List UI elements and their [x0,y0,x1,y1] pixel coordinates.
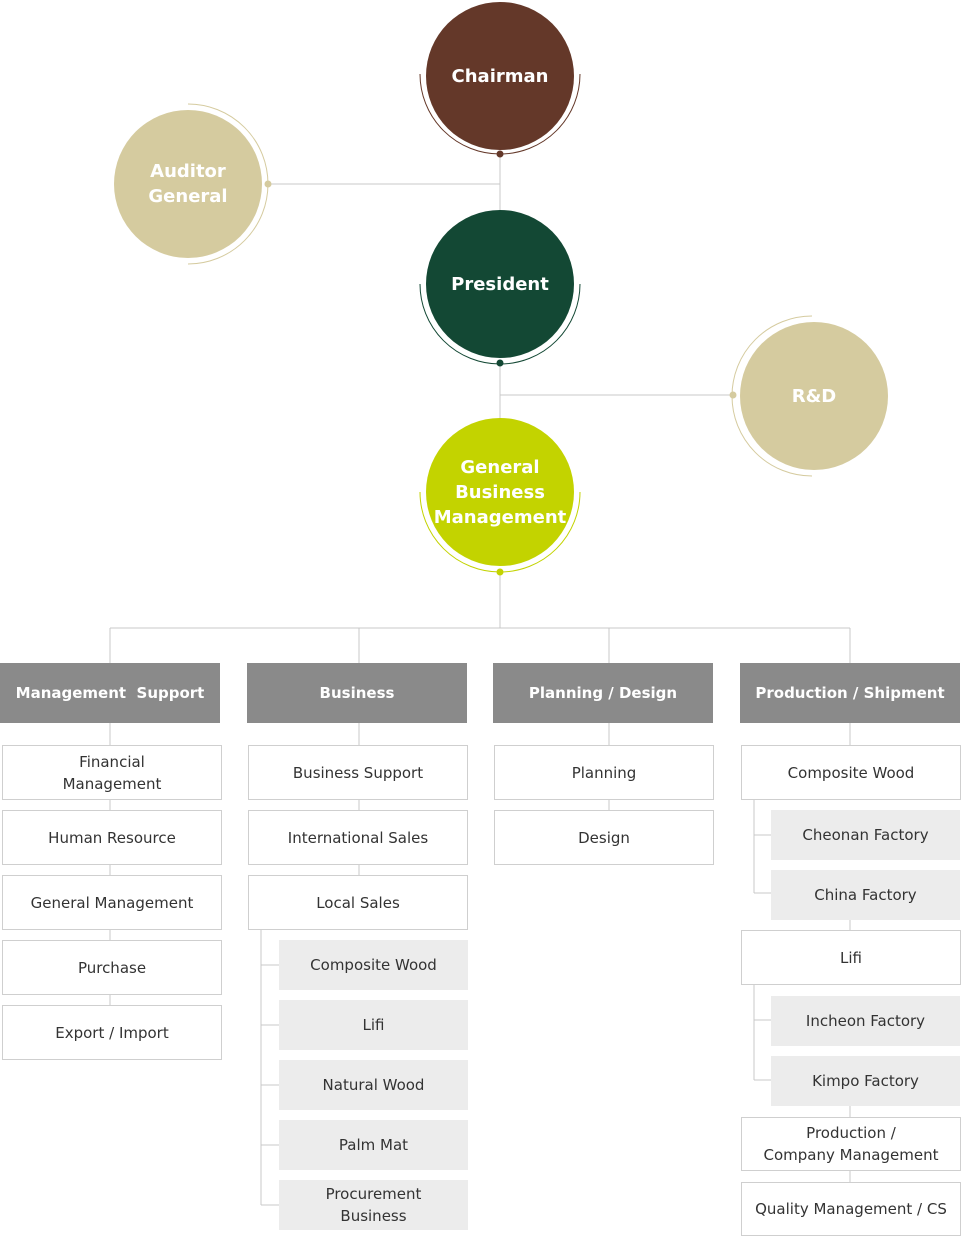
president-node: President [426,210,574,358]
president-label: President [451,273,549,295]
unit-planning: Planning [494,745,714,800]
subunit-cheonan-factory: Cheonan Factory [771,810,960,860]
unit-lifi: Lifi [741,930,961,985]
unit-local-sales: Local Sales [248,875,468,930]
chairman-node: Chairman [426,2,574,150]
subunit-procurement-business: Procurement Business [279,1180,468,1230]
general-business-management-node: General Business Management [426,418,574,566]
subunit-kimpo-factory: Kimpo Factory [771,1056,960,1106]
unit-purchase: Purchase [2,940,222,995]
unit-financial-management: Financial Management [2,745,222,800]
unit-international-sales: International Sales [248,810,468,865]
auditor-general-node: Auditor General [114,110,262,258]
dept-management-support: Management Support [0,663,220,723]
unit-design: Design [494,810,714,865]
subunit-composite-wood: Composite Wood [279,940,468,990]
auditor-general-label: Auditor General [148,161,228,207]
dept-planning-design: Planning / Design [493,663,713,723]
unit-composite-wood: Composite Wood [741,745,961,800]
unit-export-import: Export / Import [2,1005,222,1060]
subunit-palm-mat: Palm Mat [279,1120,468,1170]
subunit-natural-wood: Natural Wood [279,1060,468,1110]
rnd-node: R&D [740,322,888,470]
dept-title: Planning / Design [528,684,678,702]
unit-human-resource: Human Resource [2,810,222,865]
subunit-lifi: Lifi [279,1000,468,1050]
unit-general-management: General Management [2,875,222,930]
dept-title: Business [319,684,395,702]
rnd-label: R&D [791,385,837,407]
gbm-label: General Business Management [433,456,567,528]
dept-production-shipment: Production / Shipment [740,663,960,723]
unit-quality-management-cs: Quality Management / CS [741,1182,961,1236]
unit-business-support: Business Support [248,745,468,800]
subunit-incheon-factory: Incheon Factory [771,996,960,1046]
unit-production-company-management: Production / Company Management [741,1117,961,1171]
subunit-china-factory: China Factory [771,870,960,920]
dept-business: Business [247,663,467,723]
dept-title: Production / Shipment [755,684,945,702]
dept-title: Management Support [15,684,205,702]
chairman-label: Chairman [451,65,549,87]
